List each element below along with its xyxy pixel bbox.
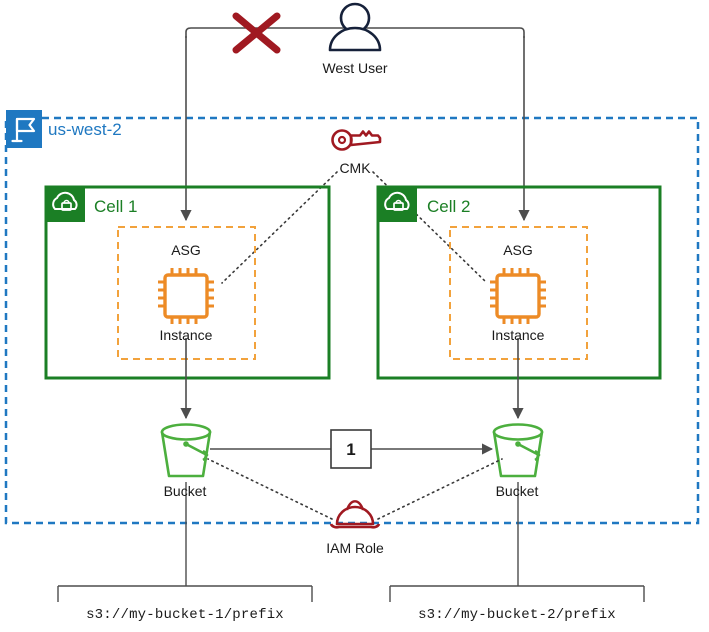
user-icon xyxy=(328,2,382,52)
step-1-number: 1 xyxy=(346,440,356,459)
key-icon xyxy=(331,129,382,151)
red-x-icon xyxy=(232,12,281,54)
step-1-box xyxy=(330,429,372,469)
hard-hat-icon xyxy=(329,500,381,529)
bucket2-path-bracket xyxy=(389,482,645,602)
cell-2-box xyxy=(376,185,662,380)
bucket-2-label: Bucket xyxy=(495,483,539,499)
cmk-to-instance2-link xyxy=(372,171,488,284)
bucket1-path-bracket xyxy=(57,482,313,602)
cell-1-title: Cell 1 xyxy=(94,197,138,216)
asg-1-label: ASG xyxy=(171,242,201,258)
cell-2-header-icon xyxy=(379,188,417,222)
bucket-2-path-label: s3://my-bucket-2/prefix xyxy=(418,607,616,623)
west-user-label: West User xyxy=(322,60,388,76)
cell-1-box xyxy=(44,185,331,380)
cmk-to-instance1-link xyxy=(221,171,338,284)
iam-to-bucket2-link xyxy=(377,458,503,520)
bucket-1-label: Bucket xyxy=(163,483,207,499)
iam-role-label: IAM Role xyxy=(326,540,384,556)
asg-2-label: ASG xyxy=(503,242,533,258)
s3-bucket-icon-2 xyxy=(492,423,544,478)
cpu-chip-icon-1 xyxy=(158,268,214,324)
region-label: us-west-2 xyxy=(48,120,122,139)
cell-2-title: Cell 2 xyxy=(427,197,471,216)
instance-2-label: Instance xyxy=(491,327,545,343)
instance-1-label: Instance xyxy=(159,327,213,343)
region-flag-icon xyxy=(6,110,42,148)
cpu-chip-icon-2 xyxy=(490,268,546,324)
s3-bucket-icon-1 xyxy=(160,423,212,478)
cell-1-header-icon xyxy=(47,188,85,222)
iam-to-bucket1-link xyxy=(207,458,333,520)
cmk-label: CMK xyxy=(339,160,371,176)
bucket-1-path-label: s3://my-bucket-1/prefix xyxy=(86,607,284,623)
